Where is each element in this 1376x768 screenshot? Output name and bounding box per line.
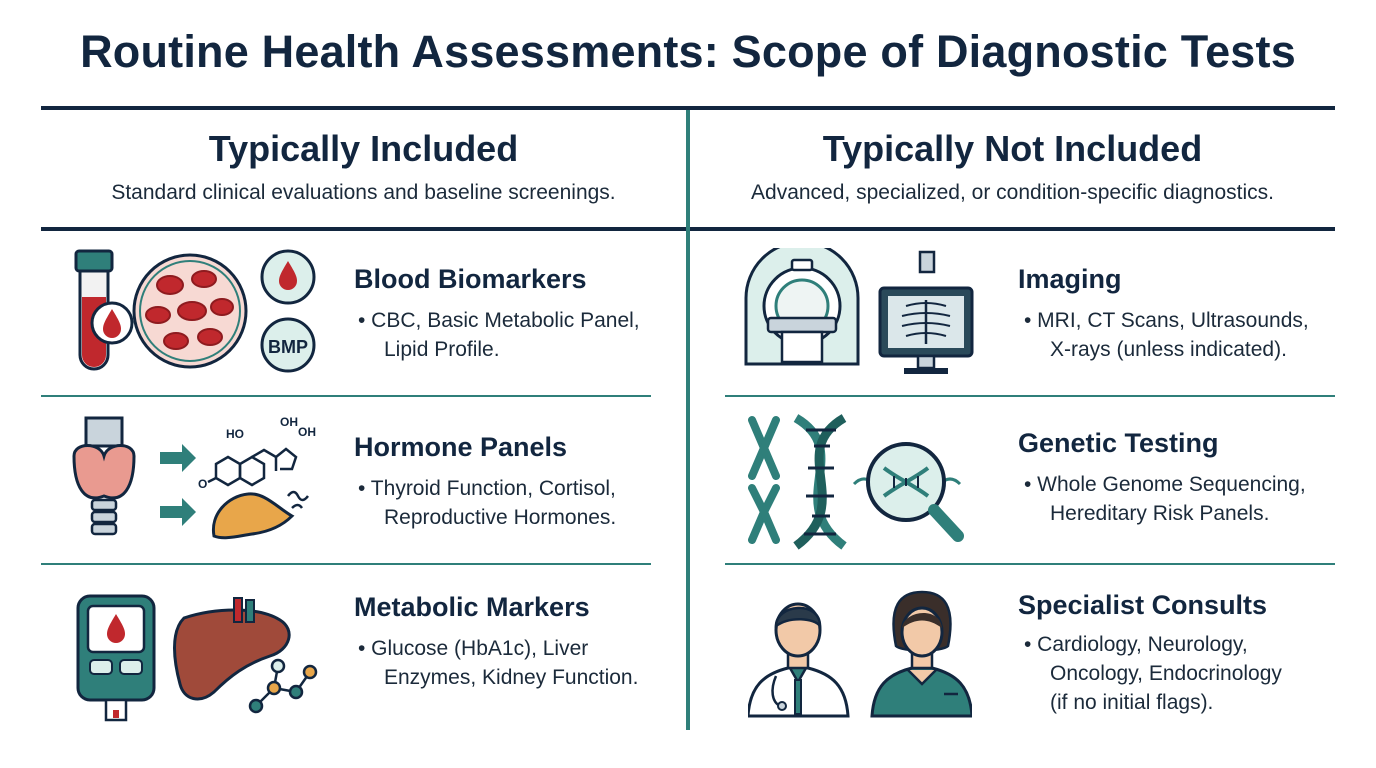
item-body-hormone-panels: • Thyroid Function, Cortisol, Reproducti… xyxy=(358,474,616,532)
liver-icon xyxy=(173,597,291,701)
item-title-metabolic-markers: Metabolic Markers xyxy=(354,592,590,622)
molecule-label-oh-top: OH xyxy=(280,415,298,429)
hormone-panels-illustration: HO OH OH O xyxy=(72,415,316,540)
left-column-subheading: Standard clinical evaluations and baseli… xyxy=(111,181,616,204)
item-body-blood-biomarkers: • CBC, Basic Metabolic Panel, Lipid Prof… xyxy=(358,306,640,364)
metabolic-markers-illustration xyxy=(76,594,318,722)
left-row-divider-1 xyxy=(41,395,651,397)
item-body-imaging: • MRI, CT Scans, Ultrasounds, X-rays (un… xyxy=(1024,306,1309,364)
right-column-heading: Typically Not Included xyxy=(822,128,1203,169)
genetic-testing-illustration xyxy=(748,414,964,550)
item-line: (if no initial flags). xyxy=(1050,691,1214,714)
top-divider xyxy=(41,106,1335,110)
adrenal-gland-icon xyxy=(211,490,309,540)
thyroid-icon xyxy=(72,416,136,536)
item-line: • CBC, Basic Metabolic Panel, xyxy=(358,309,640,332)
item-line: • Thyroid Function, Cortisol, xyxy=(358,477,616,500)
blood-cells-icon xyxy=(132,253,248,369)
item-line: Enzymes, Kidney Function. xyxy=(384,666,639,689)
item-title-hormone-panels: Hormone Panels xyxy=(354,432,568,462)
glucose-meter-icon xyxy=(76,594,156,722)
imaging-illustration xyxy=(744,248,974,374)
right-row-divider-1 xyxy=(725,395,1335,397)
item-line: X-rays (unless indicated). xyxy=(1050,338,1287,361)
item-title-genetic-testing: Genetic Testing xyxy=(1018,428,1219,458)
molecule-label-o: O xyxy=(198,477,207,491)
left-column-heading: Typically Included xyxy=(208,128,519,169)
page-title: Routine Health Assessments: Scope of Dia… xyxy=(80,26,1296,77)
right-row-divider-2 xyxy=(725,563,1335,565)
arrow-icon xyxy=(160,444,196,526)
item-title-specialist-consults: Specialist Consults xyxy=(1018,590,1268,620)
column-divider xyxy=(686,110,690,730)
item-body-genetic-testing: • Whole Genome Sequencing, Hereditary Ri… xyxy=(1024,470,1306,528)
item-line: Oncology, Endocrinology xyxy=(1050,662,1282,685)
molecule-label-oh-right: OH xyxy=(298,425,316,439)
item-line: Lipid Profile. xyxy=(384,338,500,361)
item-body-metabolic-markers: • Glucose (HbA1c), Liver Enzymes, Kidney… xyxy=(358,634,638,692)
small-blood-drop-icon xyxy=(260,249,316,305)
item-line: Reproductive Hormones. xyxy=(384,506,617,529)
item-title-blood-biomarkers: Blood Biomarkers xyxy=(354,264,587,294)
item-line: Hereditary Risk Panels. xyxy=(1050,502,1270,525)
magnifier-dna-icon xyxy=(852,442,964,542)
molecule-icon xyxy=(248,658,318,714)
bmp-icon: BMP xyxy=(260,317,316,373)
item-body-specialist-consults: • Cardiology, Neurology, Oncology, Endoc… xyxy=(1024,630,1282,717)
doctor-male-icon xyxy=(748,602,850,718)
bmp-label: BMP xyxy=(268,337,308,357)
item-line: • Cardiology, Neurology, xyxy=(1024,633,1248,656)
mri-scanner-icon xyxy=(744,248,860,366)
left-row-divider-2 xyxy=(41,563,651,565)
item-line: • Glucose (HbA1c), Liver xyxy=(358,637,589,660)
item-line: • MRI, CT Scans, Ultrasounds, xyxy=(1024,309,1309,332)
chromosome-icon xyxy=(748,416,780,544)
right-column-subheading: Advanced, specialized, or condition-spec… xyxy=(751,181,1274,204)
steroid-molecule-icon: HO OH OH O xyxy=(198,415,316,491)
item-title-imaging: Imaging xyxy=(1018,264,1122,294)
xray-monitor-icon xyxy=(878,250,974,374)
blood-drop-icon xyxy=(90,301,134,345)
item-line: • Whole Genome Sequencing, xyxy=(1024,473,1306,496)
blood-biomarkers-illustration: BMP xyxy=(74,249,316,373)
molecule-label-ho: HO xyxy=(226,427,244,441)
specialist-consults-illustration xyxy=(748,590,972,718)
dna-helix-icon xyxy=(793,414,847,550)
doctor-female-icon xyxy=(870,590,972,718)
